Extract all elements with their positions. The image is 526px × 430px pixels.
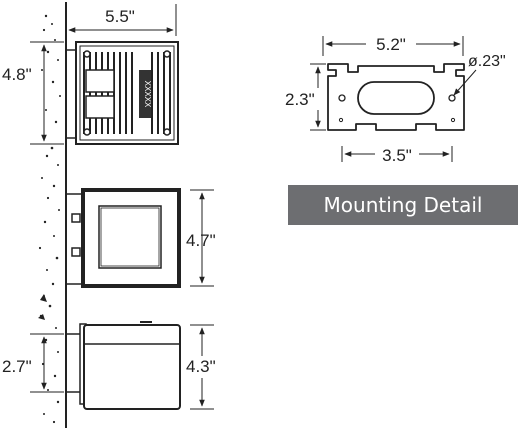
brand-plate (139, 70, 151, 118)
mounting-hole-right (448, 94, 456, 102)
front-view-fixture (66, 188, 181, 288)
dim-side-offset-label: 2.7" (2, 357, 32, 376)
dim-plate-height: 2.3" (282, 63, 326, 131)
wall-speckles (38, 14, 61, 424)
dim-top-height: 4.8" (0, 41, 64, 145)
side-view-fixture (66, 321, 181, 410)
dim-top-height-label: 4.8" (2, 65, 32, 84)
dim-plate-width-label: 5.2" (376, 35, 406, 54)
heat-sink-fins (83, 52, 171, 134)
dim-plate-height-label: 2.3" (285, 90, 315, 109)
dim-top-width-label: 5.5" (105, 7, 135, 26)
mounting-hole-left (338, 94, 346, 102)
dim-hole-diameter: ø.23" (453, 53, 506, 96)
dim-side-height-label: 4.3" (186, 357, 216, 376)
mounting-detail-badge: Mounting Detail (288, 185, 518, 225)
dim-front-height: 4.7" (186, 189, 216, 287)
corner-screws (83, 50, 171, 136)
dim-hole-spacing-label: 3.5" (382, 146, 412, 165)
dim-side-height: 4.3" (186, 324, 222, 410)
top-view-fixture: XXXXX (66, 41, 179, 145)
heat-sink-pads (85, 69, 115, 119)
dim-top-width: 5.5" (68, 4, 177, 36)
mounting-slot (357, 81, 435, 115)
dim-hole-spacing: 3.5" (341, 146, 453, 165)
dim-plate-width: 5.2" (322, 34, 464, 56)
mounting-plate (327, 63, 465, 131)
brand-label: XXXXX (143, 81, 152, 108)
dim-side-offset: 2.7" (0, 333, 64, 393)
wall (38, 2, 67, 428)
dim-front-height-label: 4.7" (186, 231, 216, 250)
dim-hole-diameter-label: ø.23" (468, 53, 506, 70)
